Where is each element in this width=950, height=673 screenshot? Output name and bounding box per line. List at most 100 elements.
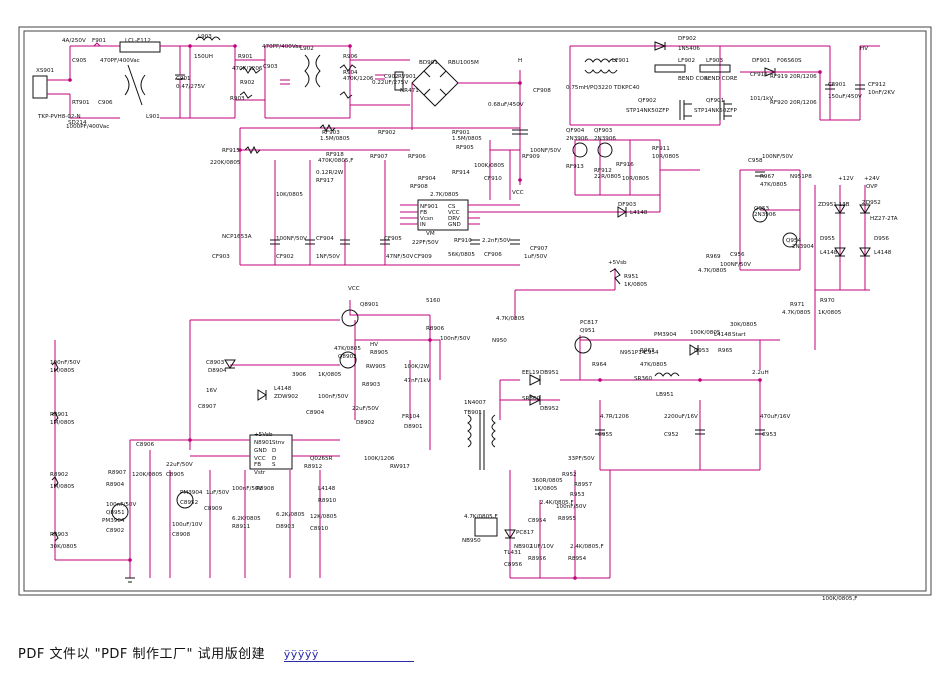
component-label: 5160 xyxy=(426,298,441,304)
component-label: BEND CORE xyxy=(704,76,738,82)
component-label: VCC xyxy=(254,456,266,462)
component-label: C903 xyxy=(263,64,278,70)
component-label: RF920 20R/1206 xyxy=(770,100,817,106)
footer-link[interactable]: ÿÿÿÿÿ xyxy=(283,648,414,662)
component-label: D8901 xyxy=(404,424,423,430)
component-label: 2.7K/0805 xyxy=(430,192,459,198)
component-label: 1N5406 xyxy=(678,46,700,52)
component-label: RF905 xyxy=(456,145,474,151)
component-label: 30K/0805 xyxy=(50,544,77,550)
component-label: SR360 xyxy=(522,396,541,402)
component-label: 0.47/275V xyxy=(176,84,205,90)
component-label: 100NF/50V xyxy=(762,154,793,160)
component-label: CF903 xyxy=(212,254,230,260)
component-label: R8957 xyxy=(574,482,593,488)
component-label: LF902 xyxy=(678,58,695,64)
component-label: FR104 xyxy=(402,414,420,420)
component-label: C8904 xyxy=(306,410,325,416)
component-label: 4A/250V xyxy=(62,38,86,44)
component-label: RF910 xyxy=(454,238,472,244)
component-label: Q0265R xyxy=(310,456,333,462)
component-label: NB950 xyxy=(462,538,481,544)
component-label: DF901 xyxy=(752,58,771,64)
component-label: VM xyxy=(426,231,435,237)
component-label: 47nF/1kV xyxy=(404,378,431,384)
component-label: 16V xyxy=(206,388,217,394)
component-label: +5Vsb xyxy=(254,432,273,438)
component-label: 1UF/10V xyxy=(530,544,554,550)
component-label: DRV xyxy=(448,216,460,222)
component-label: DF903 xyxy=(618,202,637,208)
component-label: LB951 xyxy=(656,392,674,398)
component-label: 150uF/450V xyxy=(828,94,862,100)
component-label: RW905 xyxy=(366,364,386,370)
component-label: L4148 xyxy=(318,486,336,492)
component-label: RF917 xyxy=(316,178,334,184)
component-label: N951P14 xyxy=(620,350,646,356)
component-label: R8911 xyxy=(232,524,251,530)
component-label: R953 xyxy=(570,492,585,498)
component-label: 0.12R/2W xyxy=(316,170,344,176)
component-label: Vcsn xyxy=(420,216,434,222)
component-label: 2N3906 xyxy=(754,212,776,218)
component-label: 4.7K/0805 xyxy=(782,310,811,316)
pfc-controller xyxy=(239,123,600,266)
component-label: PM3904 xyxy=(654,332,677,338)
component-label: 4.7K/0805,F xyxy=(464,514,498,520)
component-label: C902 xyxy=(384,74,399,80)
component-label: C8903 xyxy=(206,360,225,366)
component-label: TB901 xyxy=(463,410,482,416)
component-label: CF912 xyxy=(868,82,886,88)
component-label: 4.7K/0805 xyxy=(496,316,525,322)
component-label: VCC xyxy=(512,190,524,196)
component-label: C8908 xyxy=(172,532,191,538)
component-label: R8904 xyxy=(106,482,125,488)
component-label: 470uF/16V xyxy=(760,414,790,420)
component-label: C8952 xyxy=(180,500,198,506)
component-label: Q954 xyxy=(786,238,802,244)
component-label: 22uF/50V xyxy=(166,462,193,468)
component-label: CF901 xyxy=(828,82,846,88)
component-label: CF902 xyxy=(276,254,294,260)
component-label: D8904 xyxy=(208,368,227,374)
component-label: 1NF/50V xyxy=(316,254,340,260)
component-label: ZD952 xyxy=(862,200,881,206)
component-label: L4148 xyxy=(630,210,648,216)
component-label: C8910 xyxy=(310,526,329,532)
component-label: DF902 xyxy=(678,36,696,42)
component-label: 47K/0805 xyxy=(760,182,787,188)
secondary-5vsb xyxy=(474,335,780,579)
component-label: RF918 xyxy=(326,152,344,158)
component-label: 1uF/50V xyxy=(206,490,229,496)
component-label: +24V xyxy=(864,176,880,182)
component-label: 2N3906 xyxy=(594,136,616,142)
component-label: C954 xyxy=(644,350,659,356)
component-label: 100K/0805,F xyxy=(822,596,857,602)
component-label: 10R/0805 xyxy=(652,154,680,160)
component-label: 2N3904 xyxy=(792,244,814,250)
component-label: 100K/0805 xyxy=(474,163,505,169)
component-label: RF908 xyxy=(410,184,428,190)
component-label: 1.5M/0805 xyxy=(452,136,482,142)
component-label: 470K/1206 xyxy=(232,66,263,72)
component-label: Q8901 xyxy=(360,302,379,308)
component-label: 1M/0805 xyxy=(50,484,75,490)
component-label: QF903 xyxy=(594,128,613,134)
component-label: RF919 20R/1206 xyxy=(770,74,817,80)
component-label: HV xyxy=(370,342,378,348)
component-label: 22R/0805 xyxy=(594,174,622,180)
component-label: 1M/0805 xyxy=(50,368,75,374)
component-label: RF915 xyxy=(222,148,240,154)
component-label: 1uF/50V xyxy=(524,254,547,260)
component-label: GND xyxy=(254,448,267,454)
component-label: L4148 xyxy=(714,332,732,338)
component-label: 1K/0805 xyxy=(318,372,342,378)
component-label: R8956 xyxy=(528,556,547,562)
component-label: 100nF/50V xyxy=(318,394,348,400)
component-label: CF905 xyxy=(384,236,402,242)
component-label: PM3904 xyxy=(180,490,203,496)
component-label: 470PF/400Vac xyxy=(100,58,140,64)
component-label: R901 xyxy=(238,54,253,60)
component-label: QF904 xyxy=(566,128,585,134)
component-label: 12K/0805 xyxy=(310,514,337,520)
